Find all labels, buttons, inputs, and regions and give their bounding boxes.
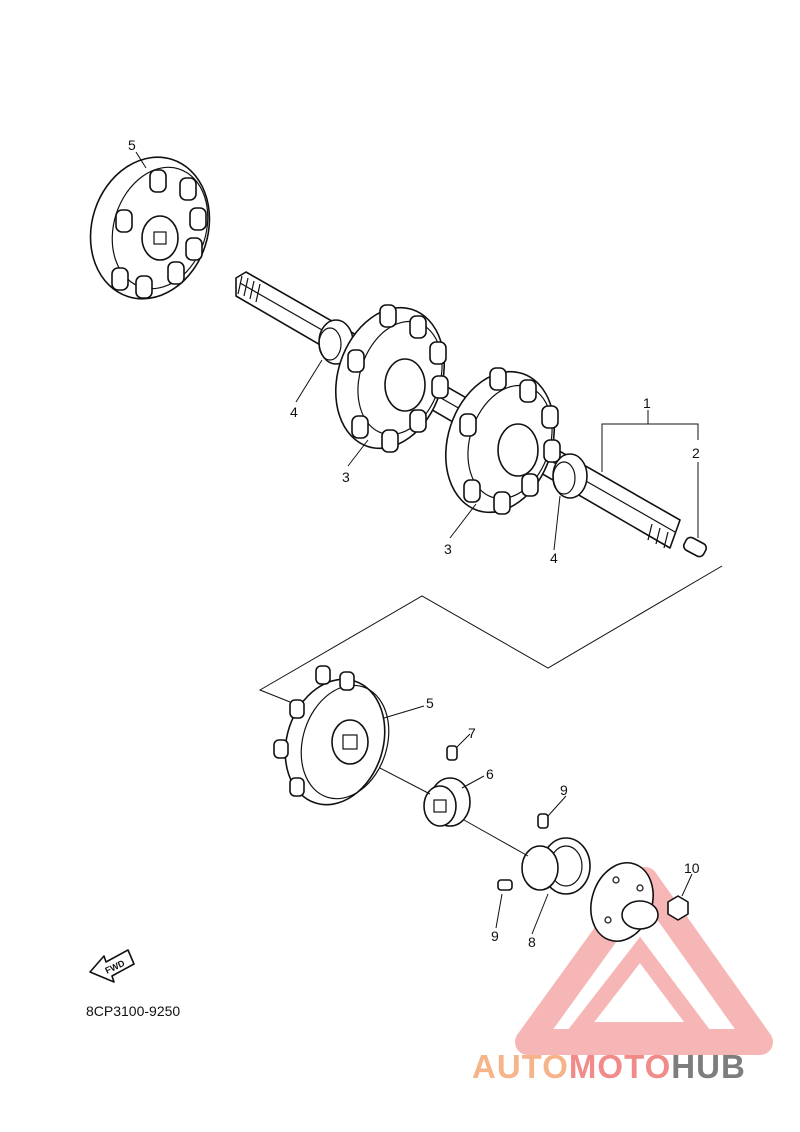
set-screw-7 [446, 745, 458, 761]
assembly-outline [258, 565, 723, 707]
watermark-wordmark: AUTOMOTOHUB [472, 1048, 746, 1086]
set-screw-9-left [497, 879, 513, 891]
leader-lines [135, 151, 693, 935]
watermark-part-hub: HUB [671, 1048, 746, 1085]
callout-3-left: 3 [342, 469, 350, 485]
callout-4-left: 4 [290, 404, 298, 420]
watermark-logo-triangle [515, 867, 773, 1055]
hub-flange [590, 862, 659, 942]
bearing-right [552, 453, 588, 499]
callout-1: 1 [643, 395, 651, 411]
sprocket-left [334, 304, 449, 453]
nut-10 [667, 895, 689, 921]
bracket-1 [601, 423, 699, 472]
idler-wheel-bottom [273, 665, 390, 806]
bearing-8 [521, 837, 591, 895]
callout-7: 7 [468, 725, 476, 741]
callout-8: 8 [528, 934, 536, 950]
callout-10: 10 [684, 860, 700, 876]
collar [423, 777, 471, 827]
callout-4-right: 4 [550, 550, 558, 566]
sprocket-wheel-top [89, 156, 211, 300]
callout-6: 6 [486, 766, 494, 782]
callout-5-bottom: 5 [426, 695, 434, 711]
set-screw-9-top [537, 813, 549, 829]
sprocket-right [444, 367, 561, 515]
catalog-code: 8CP3100-9250 [86, 1003, 181, 1019]
watermark-part-auto: AUTO [472, 1048, 569, 1085]
callout-2: 2 [692, 445, 700, 461]
callout-5-top: 5 [128, 137, 136, 153]
watermark-part-moto: MOTO [568, 1048, 672, 1085]
callout-9-bottom: 9 [491, 928, 499, 944]
fwd-arrow-icon: FWD [89, 949, 135, 983]
callout-3-right: 3 [444, 541, 452, 557]
plug-screw [682, 536, 708, 558]
callout-9-top: 9 [560, 782, 568, 798]
